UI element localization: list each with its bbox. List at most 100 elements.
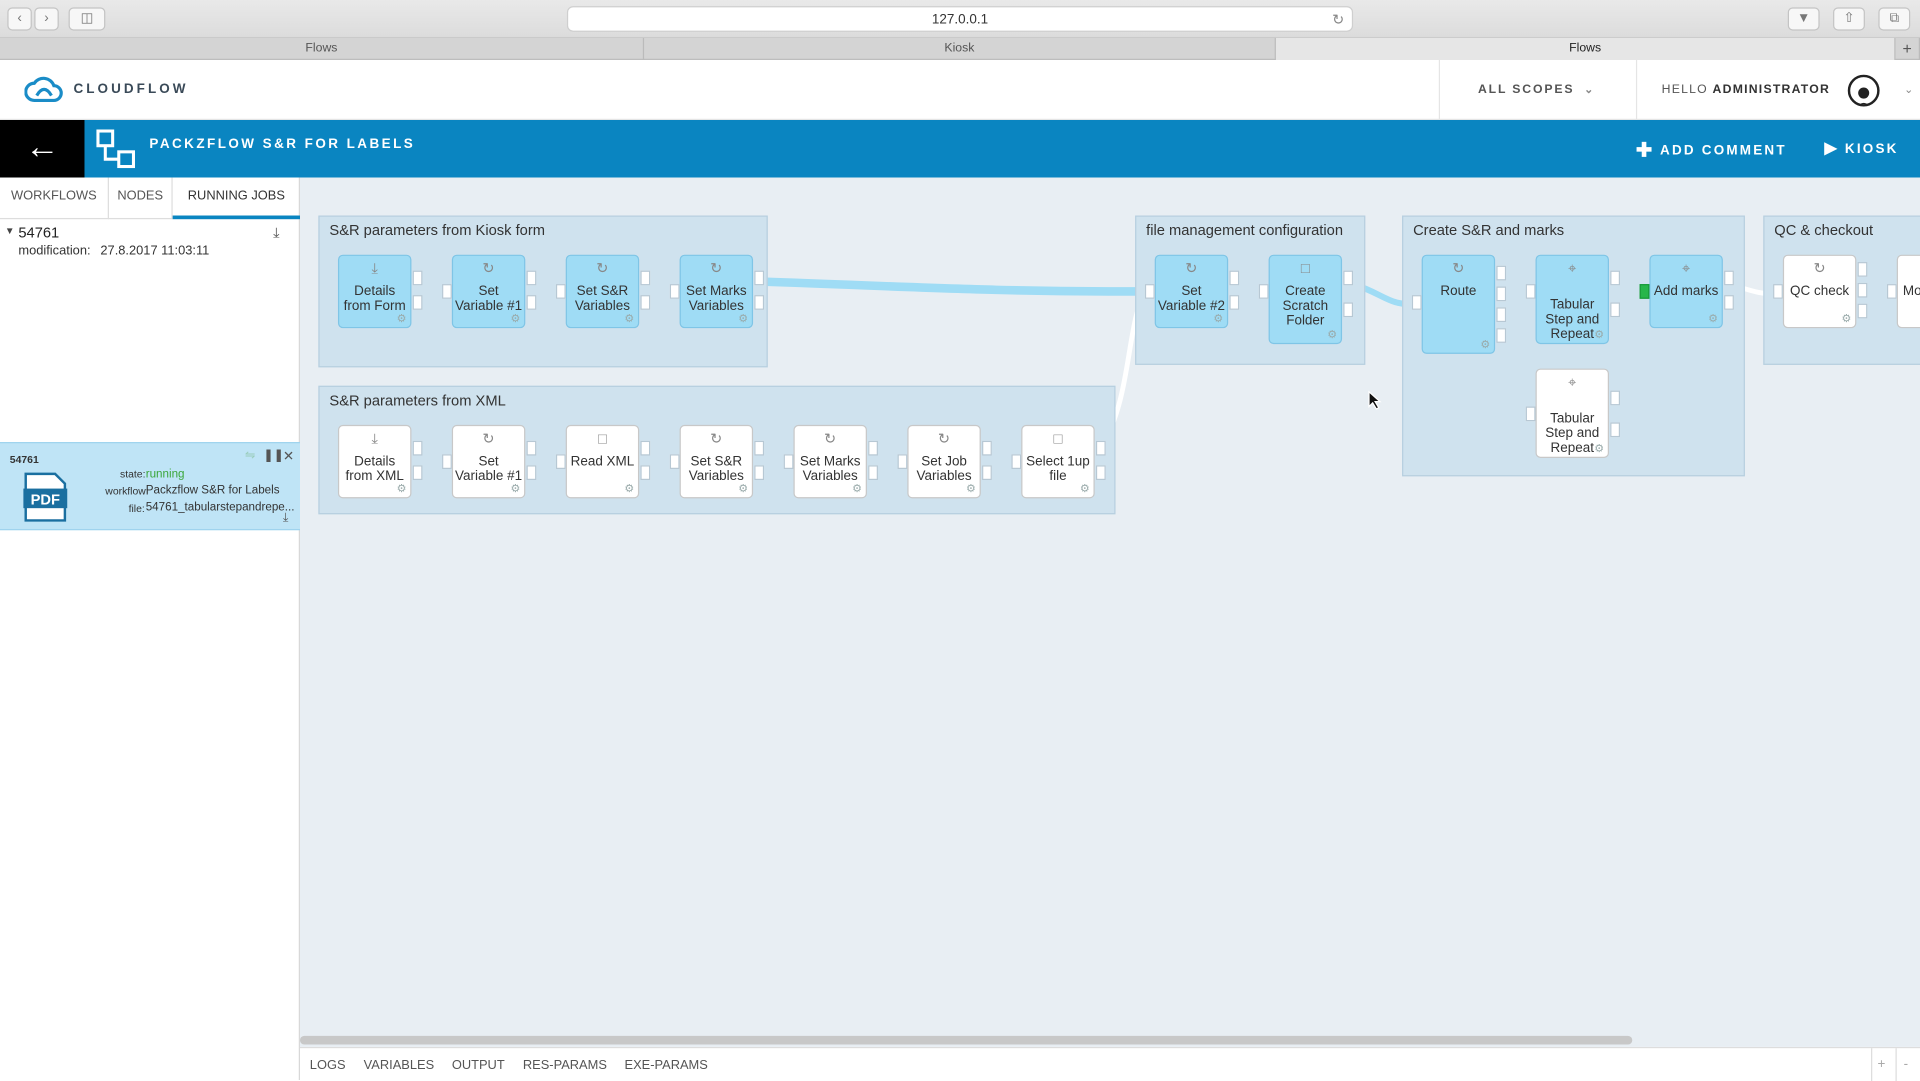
- port[interactable]: [412, 295, 423, 310]
- tab-workflows[interactable]: WORKFLOWS: [0, 177, 109, 220]
- gear-icon[interactable]: ⚙: [1594, 442, 1605, 455]
- group-create-sr-marks[interactable]: Create S&R and marks ↻Route⚙ ⌖Tabular St…: [1402, 215, 1745, 477]
- port[interactable]: [1525, 284, 1536, 299]
- gear-icon[interactable]: ⚙: [624, 482, 635, 495]
- gear-icon[interactable]: ⚙: [738, 482, 749, 495]
- port[interactable]: [1343, 302, 1354, 318]
- group-file-management[interactable]: file management configuration ↻Set Varia…: [1135, 215, 1366, 365]
- port[interactable]: [1610, 422, 1621, 438]
- browser-tab-kiosk[interactable]: Kiosk: [644, 37, 1276, 61]
- port[interactable]: [640, 270, 651, 286]
- download-icon[interactable]: ⤓: [273, 224, 280, 242]
- port[interactable]: [868, 440, 878, 456]
- port[interactable]: [868, 465, 878, 481]
- gear-icon[interactable]: ⚙: [624, 312, 635, 325]
- avatar[interactable]: [1847, 74, 1880, 107]
- gear-icon[interactable]: ⚙: [1079, 482, 1090, 495]
- port[interactable]: [412, 440, 423, 456]
- node-set-variable-2[interactable]: ↻Set Variable #2⚙: [1154, 254, 1229, 329]
- port[interactable]: [1343, 270, 1354, 286]
- port[interactable]: [442, 284, 452, 299]
- gear-icon[interactable]: ⚙: [1594, 328, 1605, 341]
- reload-icon[interactable]: ↻: [1332, 11, 1345, 29]
- gear-icon[interactable]: ⚙: [1708, 312, 1718, 325]
- port[interactable]: [1525, 406, 1536, 422]
- port[interactable]: [640, 465, 651, 481]
- user-menu[interactable]: HELLO ADMINISTRATOR ⌄: [1635, 60, 1920, 121]
- browser-tab-flows-1[interactable]: Flows: [0, 37, 645, 61]
- port[interactable]: [555, 284, 566, 299]
- node-details-from-xml[interactable]: ⤓Details from XML⚙: [337, 424, 412, 499]
- port[interactable]: [1496, 307, 1507, 323]
- workflow-canvas[interactable]: S&R parameters from Kiosk form ⤓Details …: [300, 177, 1920, 1047]
- port[interactable]: [1773, 284, 1783, 299]
- share-icon[interactable]: ⇧: [1833, 7, 1865, 31]
- forward-icon[interactable]: ›: [34, 7, 59, 31]
- downloads-icon[interactable]: ▼: [1787, 7, 1820, 31]
- port[interactable]: [526, 440, 537, 456]
- file-download-icon[interactable]: ⤓: [282, 511, 289, 526]
- port[interactable]: [442, 454, 452, 469]
- port[interactable]: [526, 270, 537, 286]
- browser-tab-flows-2[interactable]: Flows: [1275, 37, 1896, 61]
- node-set-sr-variables-xml[interactable]: ↻Set S&R Variables⚙: [679, 424, 754, 499]
- zoom-in-icon[interactable]: +: [1871, 1048, 1891, 1081]
- node-tabular-step-repeat-2[interactable]: ⌖Tabular Step and Repeat⚙: [1535, 368, 1609, 458]
- port[interactable]: [1610, 390, 1621, 406]
- tabs-overview-icon[interactable]: ⧉: [1878, 7, 1911, 31]
- gear-icon[interactable]: ⚙: [510, 312, 521, 325]
- port[interactable]: [412, 465, 423, 481]
- port[interactable]: [754, 465, 765, 481]
- port[interactable]: [555, 454, 566, 469]
- brand[interactable]: CLOUDFLOW: [24, 76, 188, 103]
- skip-icon[interactable]: ⇋: [244, 449, 256, 463]
- scopes-dropdown[interactable]: ALL SCOPES⌄: [1438, 60, 1635, 121]
- gear-icon[interactable]: ⚙: [510, 482, 521, 495]
- port[interactable]: [754, 440, 765, 456]
- port[interactable]: [1095, 440, 1106, 456]
- port[interactable]: [754, 270, 765, 286]
- port[interactable]: [1229, 270, 1240, 286]
- node-create-scratch-folder[interactable]: □Create Scratch Folder⚙: [1268, 254, 1343, 345]
- group-kiosk-form[interactable]: S&R parameters from Kiosk form ⤓Details …: [318, 215, 768, 368]
- port[interactable]: [412, 270, 423, 286]
- port[interactable]: [526, 295, 537, 310]
- port[interactable]: [1857, 303, 1868, 319]
- tab-exe-params[interactable]: EXE-PARAMS: [624, 1057, 708, 1073]
- gear-icon[interactable]: ⚙: [1480, 337, 1491, 351]
- port[interactable]: [1610, 302, 1621, 318]
- kiosk-button[interactable]: ▶ KIOSK: [1825, 138, 1899, 158]
- node-set-variable-1[interactable]: ↻Set Variable #1⚙: [451, 254, 526, 329]
- node-select-1up-file[interactable]: □Select 1up file⚙: [1021, 424, 1095, 499]
- port[interactable]: [1724, 270, 1734, 286]
- node-tabular-step-repeat-1[interactable]: ⌖Tabular Step and Repeat⚙: [1535, 254, 1609, 345]
- port[interactable]: [1857, 262, 1868, 277]
- pause-icon[interactable]: ❚❚: [263, 449, 284, 463]
- port[interactable]: [1886, 284, 1897, 299]
- port[interactable]: [640, 440, 651, 456]
- port[interactable]: [1229, 295, 1240, 310]
- port[interactable]: [1496, 265, 1507, 281]
- tab-nodes[interactable]: NODES: [109, 177, 173, 220]
- port[interactable]: [982, 465, 992, 481]
- gear-icon[interactable]: ⚙: [966, 482, 976, 495]
- port[interactable]: [526, 465, 537, 481]
- node-set-marks-variables[interactable]: ↻Set Marks Variables⚙: [679, 254, 754, 329]
- node-qc-check[interactable]: ↻QC check⚙: [1782, 254, 1857, 329]
- gear-icon[interactable]: ⚙: [396, 312, 407, 325]
- node-set-sr-variables[interactable]: ↻Set S&R Variables⚙: [565, 254, 640, 329]
- node-add-marks[interactable]: ⌖Add marks⚙: [1649, 254, 1723, 329]
- tab-variables[interactable]: VARIABLES: [363, 1057, 435, 1073]
- port[interactable]: [640, 295, 651, 310]
- gear-icon[interactable]: ⚙: [1213, 312, 1224, 325]
- node-set-marks-variables-xml[interactable]: ↻Set Marks Variables⚙: [793, 424, 867, 499]
- port[interactable]: [1411, 295, 1422, 310]
- gear-icon[interactable]: ⚙: [738, 312, 749, 325]
- port[interactable]: [669, 284, 680, 299]
- close-icon[interactable]: ✕: [282, 449, 295, 465]
- port[interactable]: [982, 440, 992, 456]
- new-tab-icon[interactable]: +: [1896, 37, 1920, 61]
- active-port[interactable]: [1639, 284, 1650, 299]
- port[interactable]: [669, 454, 680, 469]
- group-xml[interactable]: S&R parameters from XML ⤓Details from XM…: [318, 385, 1116, 515]
